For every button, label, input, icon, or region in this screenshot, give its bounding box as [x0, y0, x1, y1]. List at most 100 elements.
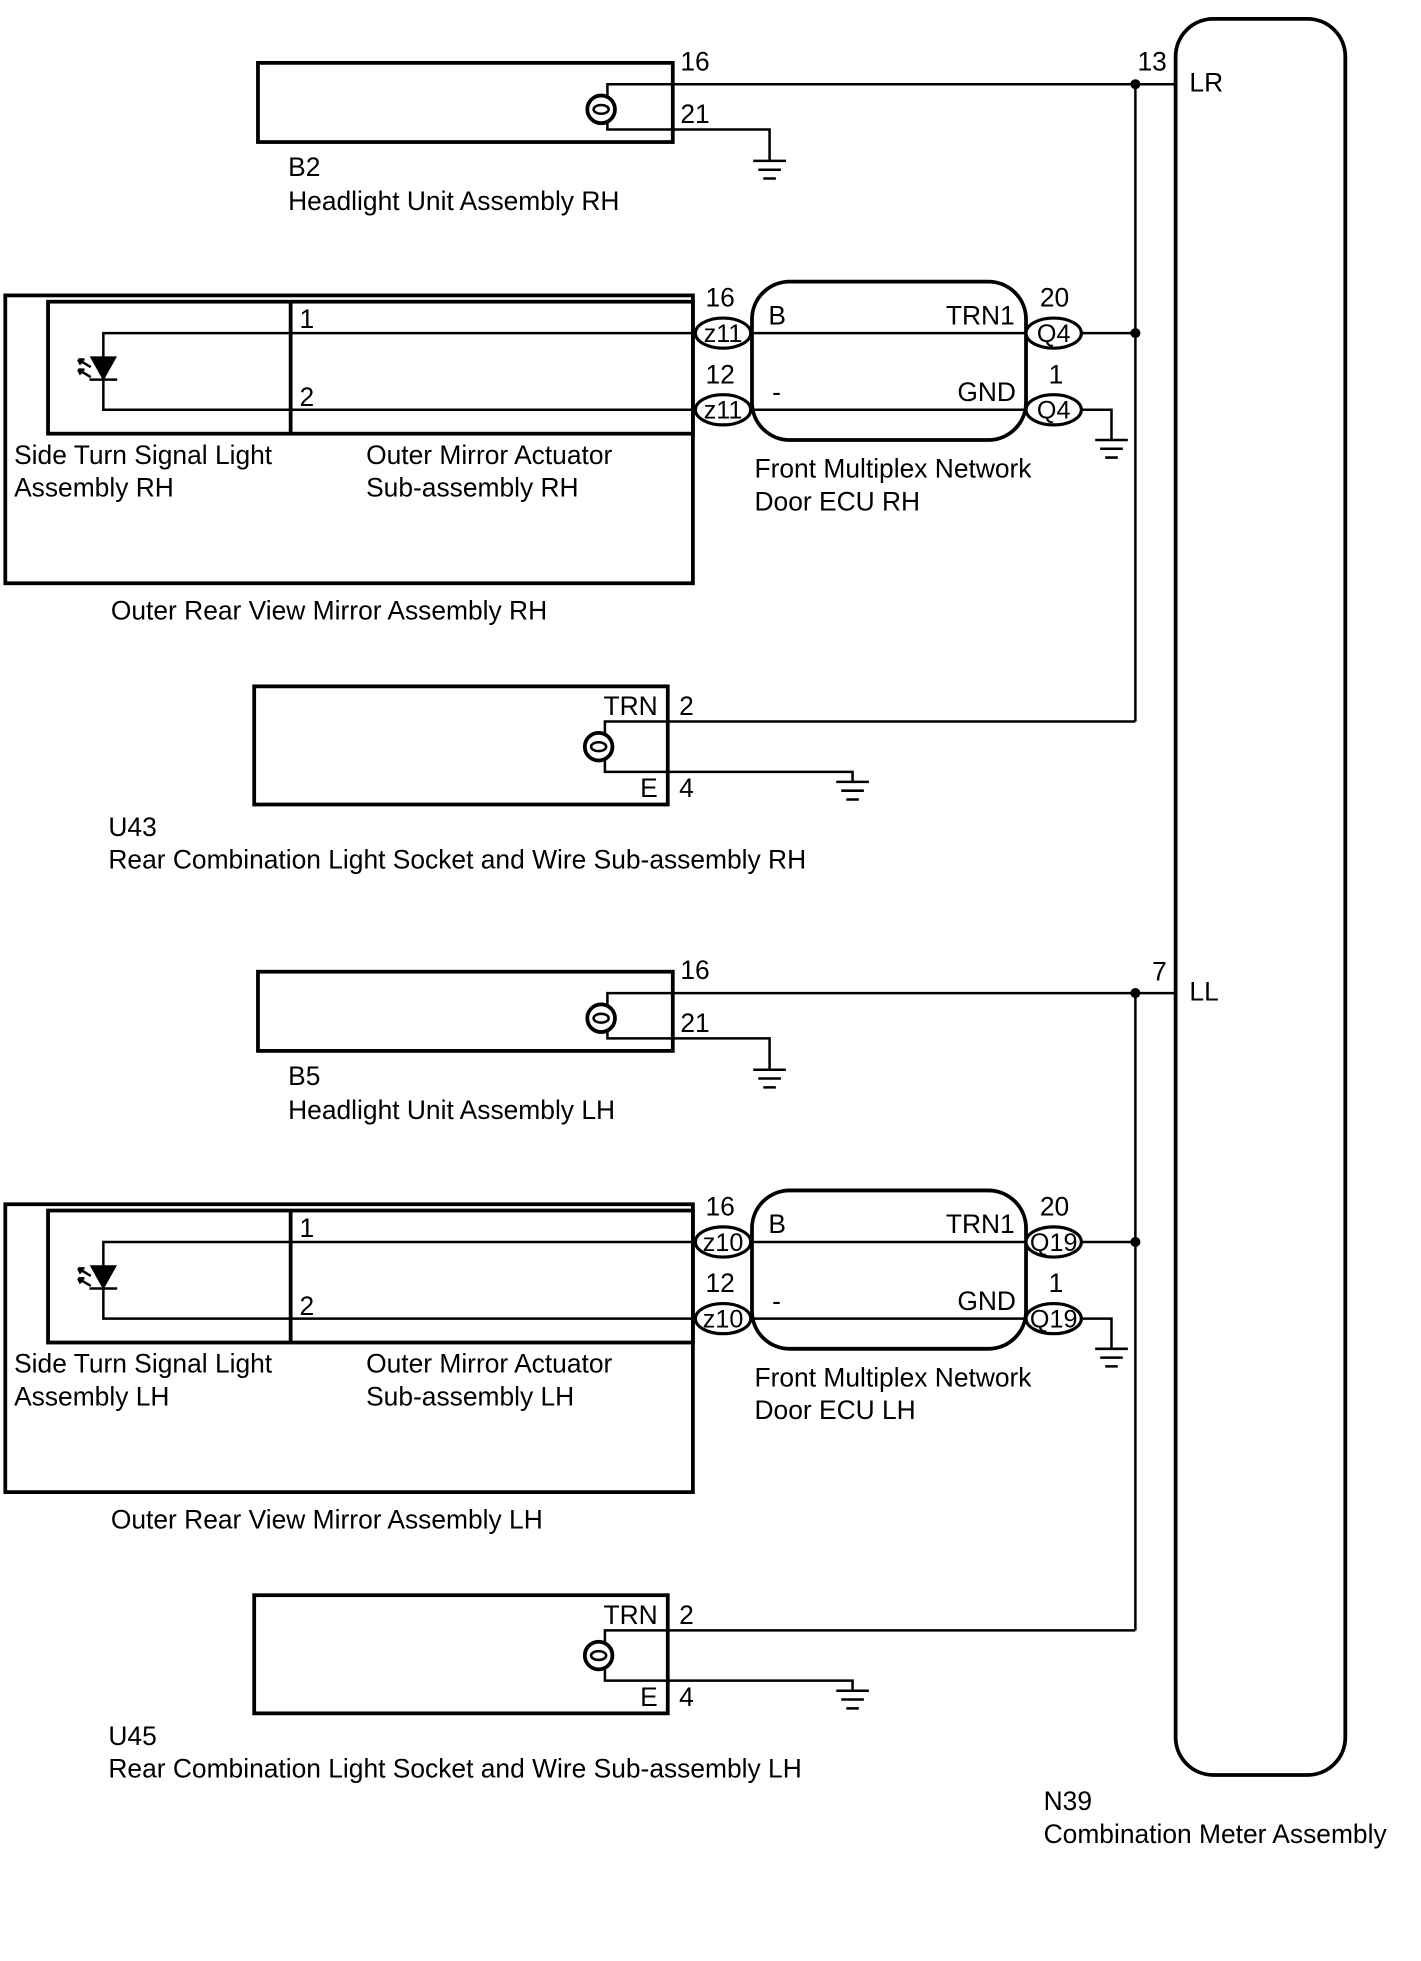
connector-z-top-label: z10: [703, 1229, 744, 1257]
rear-light-lh-ground-wire: [603, 1666, 854, 1691]
combination-meter-box: [1173, 16, 1348, 1777]
junction-dot: [1130, 988, 1141, 999]
rear-light-rh-ground-wire: [603, 758, 854, 782]
side-turn-lh-label-1: Side Turn Signal Light: [14, 1349, 273, 1379]
ecu-rh-terminal-b: B: [768, 300, 786, 330]
ecu-lh-pin-minus: 12: [705, 1268, 734, 1298]
mirror-rh-pin-2: 2: [299, 382, 314, 412]
rear-light-rh: TRN 2 E 4 U43 Rear Combination Light Soc…: [108, 684, 1136, 875]
headlight-rh-code: B2: [288, 152, 320, 182]
ground-icon: [836, 1689, 869, 1710]
door-ecu-rh: z11 z11 Q4 Q4 16 12 20 1 B TRN1 - GND Fr…: [693, 279, 1136, 516]
actuator-rh-label-1: Outer Mirror Actuator: [366, 440, 612, 470]
combination-meter: N39 Combination Meter Assembly: [1044, 16, 1388, 1849]
ecu-rh-pin-gnd: 1: [1049, 359, 1064, 389]
ecu-lh-pin-b: 16: [705, 1192, 734, 1222]
actuator-lh-label-1: Outer Mirror Actuator: [366, 1349, 612, 1379]
meter-pin-lh: 7: [1152, 957, 1167, 987]
combination-meter-code: N39: [1044, 1786, 1092, 1816]
connector-q-top-label: Q19: [1030, 1229, 1078, 1257]
headlight-lh-pin-ground: 21: [680, 1008, 709, 1038]
headlight-lh: 16 21 B5 Headlight Unit Assembly LH: [256, 955, 1176, 1125]
ecu-lh-pin-gnd: 1: [1049, 1268, 1064, 1298]
connector-z-bottom-label: z11: [704, 397, 743, 425]
led-icon: [77, 356, 118, 381]
rear-light-rh-pin-trn: 2: [679, 691, 694, 721]
ecu-rh-pin-minus: 12: [705, 359, 734, 389]
connector-q-bottom-label: Q4: [1037, 397, 1071, 425]
junction-dot: [1130, 79, 1141, 90]
rear-light-rh-pin-e: 4: [679, 773, 694, 803]
actuator-lh-label-2: Sub-assembly LH: [366, 1381, 574, 1411]
rear-light-lh-name: Rear Combination Light Socket and Wire S…: [108, 1753, 801, 1783]
headlight-lh-code: B5: [288, 1061, 320, 1091]
rear-light-rh-name: Rear Combination Light Socket and Wire S…: [108, 845, 806, 875]
rear-light-lh-terminal-e: E: [640, 1682, 658, 1712]
rear-light-lh: TRN 2 E 4 U45 Rear Combination Light Soc…: [108, 1593, 1136, 1783]
headlight-lh-pin-signal: 16: [680, 955, 709, 985]
connector-z-top: [693, 316, 753, 350]
rear-light-lh-box: [252, 1593, 670, 1716]
led-icon: [77, 1265, 118, 1290]
headlight-rh-pin-signal: 16: [680, 46, 709, 76]
mirror-lh-pin-1: 1: [299, 1213, 314, 1243]
headlight-rh-pin-ground: 21: [680, 99, 709, 129]
bulb-icon: [585, 93, 617, 126]
mirror-rh-pin-1: 1: [299, 304, 314, 334]
ground-icon: [836, 780, 869, 801]
ecu-lh-terminal-b: B: [768, 1209, 786, 1239]
ground-icon: [1095, 438, 1128, 459]
rh-circuit: 16 21 B2 Headlight Unit Assembly RH 13 L…: [3, 46, 1223, 875]
led-wire-bottom: [102, 1288, 700, 1320]
combination-meter-name: Combination Meter Assembly: [1044, 1819, 1388, 1849]
connector-z-bottom-label: z10: [703, 1305, 744, 1333]
ground-icon: [753, 159, 786, 180]
ground-icon: [1095, 1347, 1128, 1368]
ecu-rh-terminal-trn1: TRN1: [946, 300, 1015, 330]
ecu-rh-terminal-gnd: GND: [957, 377, 1016, 407]
bulb-icon: [585, 1002, 617, 1034]
ground-icon: [753, 1068, 786, 1089]
door-ecu-rh-label-2: Door ECU RH: [754, 486, 920, 516]
meter-terminal-lh: LL: [1189, 977, 1218, 1007]
headlight-rh-ground-wire: [606, 120, 771, 161]
headlight-lh-signal-wire: [606, 991, 1176, 1007]
bulb-icon: [582, 730, 615, 763]
rear-light-rh-terminal-trn: TRN: [603, 691, 657, 721]
outer-mirror-rh: 1 2 Side Turn Signal Light Assembly RH O…: [3, 293, 700, 626]
mirror-lh-pin-2: 2: [299, 1291, 314, 1321]
side-turn-rh-label-1: Side Turn Signal Light: [14, 440, 273, 470]
outer-mirror-lh-name: Outer Rear View Mirror Assembly LH: [111, 1505, 543, 1535]
rear-light-rh-trn-wire: [603, 720, 1136, 736]
ecu-rh-terminal-minus: -: [772, 377, 781, 407]
ecu-rh-gnd-wire: [750, 408, 1113, 440]
rear-light-lh-terminal-trn: TRN: [603, 1600, 657, 1630]
connector-q-bottom-label: Q19: [1030, 1305, 1078, 1333]
rear-light-rh-box: [252, 684, 670, 807]
side-turn-actuator-box: [46, 1208, 695, 1345]
connector-z-top-label: z11: [704, 320, 743, 348]
ecu-lh-terminal-gnd: GND: [957, 1286, 1016, 1316]
rear-light-lh-pin-e: 4: [679, 1682, 694, 1712]
outer-mirror-lh-box: [3, 1202, 695, 1495]
connector-z-bottom: [693, 1301, 753, 1336]
headlight-lh-name: Headlight Unit Assembly LH: [288, 1095, 615, 1125]
headlight-rh: 16 21 B2 Headlight Unit Assembly RH: [256, 46, 1176, 216]
ecu-lh-pin-trn1: 20: [1040, 1192, 1069, 1222]
led-wire-top: [102, 331, 700, 358]
door-ecu-lh: z10 z10 Q19 Q19 16 12 20 1 B TRN1 - GND …: [693, 1188, 1136, 1425]
rear-light-lh-trn-wire: [603, 1629, 1136, 1645]
door-ecu-rh-box: [750, 279, 1028, 442]
headlight-rh-box: [256, 60, 675, 144]
door-ecu-lh-box: [750, 1188, 1028, 1351]
rear-light-rh-code: U43: [108, 812, 156, 842]
led-wire-top: [102, 1240, 700, 1266]
connector-q-bottom: [1024, 1301, 1083, 1336]
connector-q-top: [1024, 316, 1083, 350]
door-ecu-lh-label-1: Front Multiplex Network: [754, 1363, 1032, 1393]
door-ecu-lh-label-2: Door ECU LH: [754, 1395, 915, 1425]
headlight-lh-box: [256, 969, 675, 1053]
rear-light-rh-terminal-e: E: [640, 773, 658, 803]
headlight-rh-signal-wire: [606, 82, 1176, 99]
